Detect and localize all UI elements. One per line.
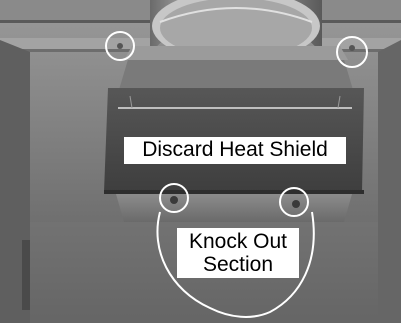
upper-right-screw-marker bbox=[336, 36, 368, 68]
upper-right-screw bbox=[349, 45, 355, 51]
knock-out-section-label: Knock Out Section bbox=[177, 228, 299, 278]
knock-out-label-line1: Knock Out bbox=[188, 230, 288, 253]
discard-heat-shield-label: Discard Heat Shield bbox=[124, 137, 346, 164]
lower-left-screw bbox=[170, 196, 178, 204]
upper-left-screw bbox=[117, 43, 123, 49]
knock-out-outline bbox=[156, 211, 315, 318]
lower-plate bbox=[116, 194, 352, 222]
lower-left-screw-marker bbox=[159, 183, 189, 213]
upper-left-screw-marker bbox=[105, 31, 135, 61]
lower-right-screw bbox=[292, 200, 300, 208]
right-side-panel bbox=[378, 40, 401, 323]
knock-out-label-line2: Section bbox=[202, 253, 274, 276]
lower-right-screw-marker bbox=[279, 187, 309, 217]
